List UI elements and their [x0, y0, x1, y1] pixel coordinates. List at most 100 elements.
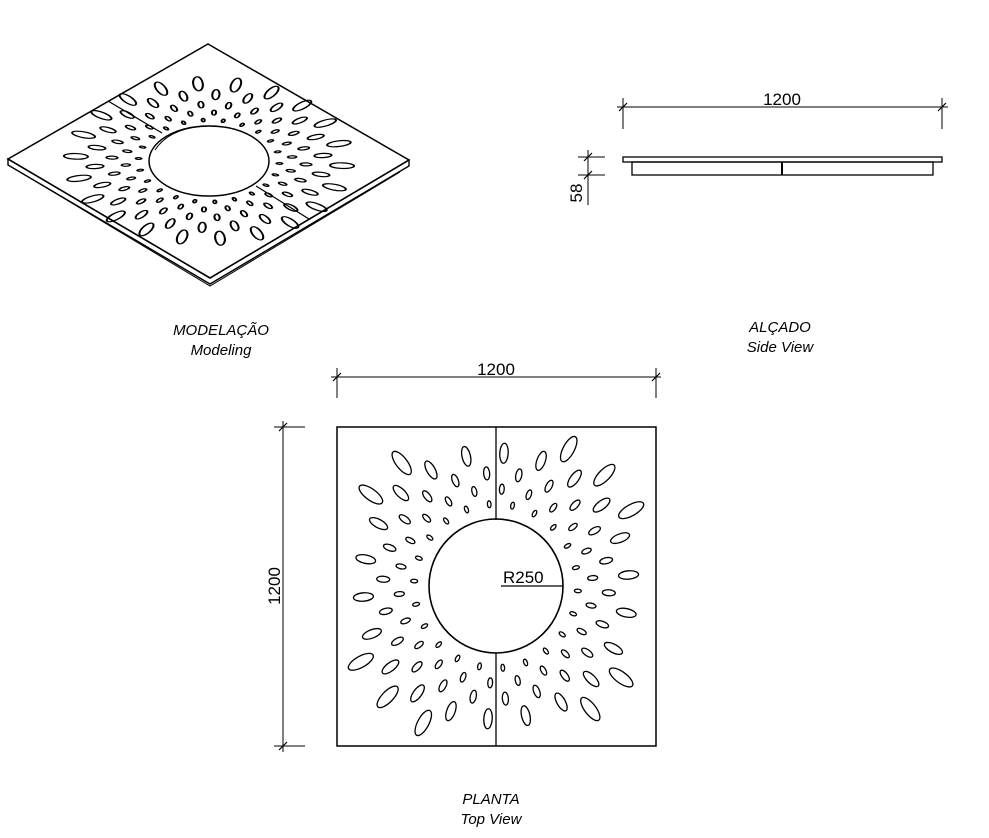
perforation-slot	[321, 183, 347, 192]
perforation-slot	[136, 168, 145, 172]
perforation-slot	[305, 201, 328, 213]
perforation-slot	[585, 602, 597, 609]
perforation-slot	[213, 213, 221, 222]
perforation-slot	[177, 203, 185, 210]
perforation-slot	[119, 110, 135, 119]
perforation-slot	[254, 129, 262, 134]
perforation-slot	[414, 709, 433, 737]
perforation-slot	[414, 555, 423, 561]
perforation-slot	[539, 665, 548, 676]
perforation-slot	[62, 152, 89, 160]
perforation-slot	[242, 93, 254, 104]
perforation-slot	[592, 497, 611, 513]
perforation-slot	[499, 442, 509, 464]
perforation-slot	[254, 119, 263, 125]
perforation-slot	[210, 109, 218, 116]
perforation-slot	[105, 210, 126, 223]
perforation-slot	[224, 205, 231, 212]
perforation-slot	[311, 171, 331, 178]
perforation-slot	[444, 496, 453, 507]
perforation-slot	[476, 662, 483, 671]
perforation-slot	[459, 671, 467, 683]
perforation-slot	[615, 607, 637, 619]
perforation-slot	[514, 468, 523, 483]
perforation-slot	[263, 85, 280, 100]
perforation-slot	[501, 691, 510, 706]
perforation-slot	[414, 640, 424, 650]
perforation-slot	[80, 194, 105, 204]
perforation-slot	[411, 661, 423, 673]
perforation-slot	[368, 516, 389, 531]
perforation-slot	[270, 129, 280, 134]
perforation-slot	[138, 145, 147, 149]
perforation-slot	[185, 212, 194, 221]
perforation-slot	[460, 445, 472, 467]
perforation-slot	[273, 150, 282, 154]
perforation-slot	[211, 89, 221, 101]
perforation-slot	[111, 139, 124, 145]
iso-perforations	[62, 76, 356, 246]
perforation-slot	[410, 578, 419, 584]
perforation-slot	[130, 136, 141, 141]
perforation-slot	[239, 122, 246, 127]
side-height-dimension: 58	[567, 184, 586, 203]
perforation-slot	[266, 139, 275, 143]
perforation-slot	[229, 77, 243, 93]
perforation-slot	[192, 76, 204, 92]
perforation-slot	[531, 509, 538, 518]
perforation-slot	[313, 118, 338, 128]
perforation-slot	[599, 556, 614, 565]
perforation-slot	[411, 601, 421, 607]
perforation-slot	[532, 684, 541, 699]
perforation-slot	[525, 489, 533, 501]
perforation-slot	[71, 130, 97, 139]
perforation-slot	[158, 207, 168, 215]
perforation-slot	[214, 230, 226, 246]
perforation-slot	[483, 708, 493, 730]
perforation-slot	[498, 483, 505, 495]
top-view-title: PLANTA	[462, 791, 519, 808]
perforation-slot	[559, 669, 571, 682]
perforation-slot	[420, 623, 429, 630]
perforation-slot	[224, 101, 233, 110]
perforation-slot	[581, 647, 594, 658]
perforation-slot	[329, 162, 356, 170]
perforation-slot	[118, 93, 138, 106]
perforation-slot	[105, 155, 119, 160]
perforation-slot	[400, 617, 411, 625]
perforation-slot	[378, 607, 393, 616]
perforation-slot	[486, 500, 492, 509]
perforation-slot	[571, 565, 581, 571]
perforation-slot	[275, 161, 284, 165]
perforation-slot	[469, 689, 478, 704]
perforation-slot	[200, 117, 206, 123]
perforation-slot	[535, 450, 547, 472]
radius-label: R250	[503, 568, 544, 587]
perforation-slot	[563, 542, 572, 549]
perforation-slot	[99, 126, 117, 134]
perforation-slot	[291, 116, 308, 125]
perforation-slot	[381, 659, 400, 675]
perforation-slot	[143, 179, 152, 183]
top-view-subtitle: Top View	[461, 811, 523, 828]
perforation-slot	[410, 684, 425, 703]
perforation-slot	[573, 588, 582, 594]
perforation-slot	[603, 641, 624, 656]
perforation-slot	[454, 654, 461, 663]
modeling-subtitle: Modeling	[191, 342, 253, 359]
perforation-slot	[355, 553, 377, 565]
perforation-slot	[609, 532, 631, 545]
perforation-slot	[442, 517, 450, 525]
perforation-slot	[231, 196, 238, 202]
perforation-slot	[258, 213, 272, 225]
plan-perforations	[347, 435, 645, 737]
side-width-dimension: 1200	[763, 90, 801, 109]
side-view-title: ALÇADO	[748, 319, 811, 336]
perforation-slot	[588, 525, 602, 536]
perforation-slot	[271, 173, 280, 177]
perforation-slot	[283, 203, 299, 212]
perforation-slot	[438, 679, 448, 693]
perforation-slot	[124, 124, 137, 131]
perforation-slot	[608, 667, 634, 688]
perforation-slot	[271, 117, 283, 124]
